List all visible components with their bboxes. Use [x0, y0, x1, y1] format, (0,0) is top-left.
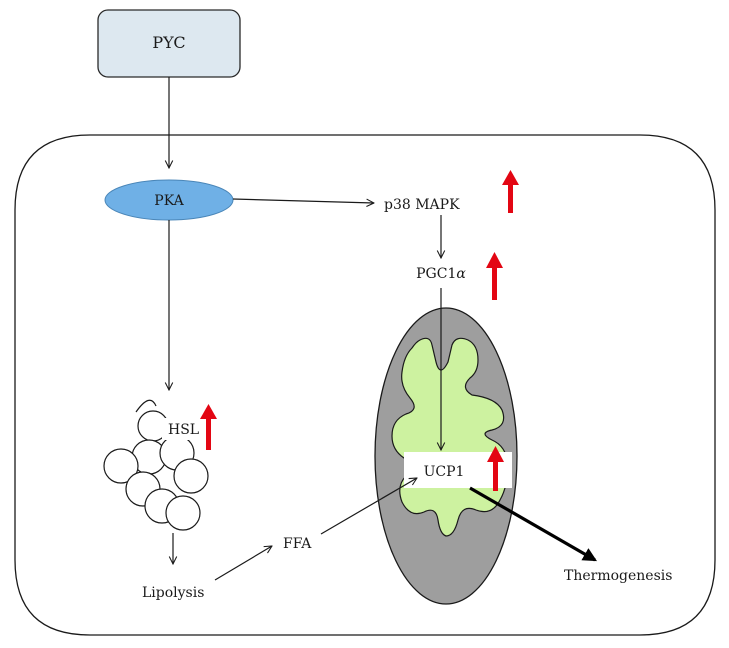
- hsl-up-arrow-icon: [200, 404, 217, 450]
- pyc-label: PYC: [152, 33, 185, 52]
- thermogenesis-label: Thermogenesis: [564, 568, 672, 584]
- hsl-label: HSL: [168, 422, 199, 438]
- pka-node: PKA: [104, 179, 234, 221]
- ffa-label: FFA: [283, 536, 312, 552]
- arrow-ffa-to-ucp1: [320, 478, 417, 535]
- ucp1-label: UCP1: [424, 464, 465, 480]
- cell-boundary: [14, 134, 716, 636]
- pgc1a-up-arrow-icon: [486, 252, 503, 300]
- ucp1-up-arrow-icon: [487, 446, 504, 491]
- pka-label: PKA: [154, 193, 184, 209]
- arrow-ucp1-to-thermogenesis: [469, 486, 598, 562]
- arrow-lipolysis-to-ffa: [214, 546, 272, 581]
- lipid-droplet-cluster: [103, 399, 209, 531]
- hsl-label-bg: [162, 418, 200, 440]
- pyc-node: PYC: [97, 9, 241, 78]
- arrow-pka-to-p38: [232, 198, 374, 203]
- lipolysis-label: Lipolysis: [142, 585, 204, 601]
- pgc1a-label: PGC1α: [416, 266, 466, 282]
- p38-mapk-label: p38 MAPK: [384, 197, 460, 213]
- p38-up-arrow-icon: [502, 170, 519, 213]
